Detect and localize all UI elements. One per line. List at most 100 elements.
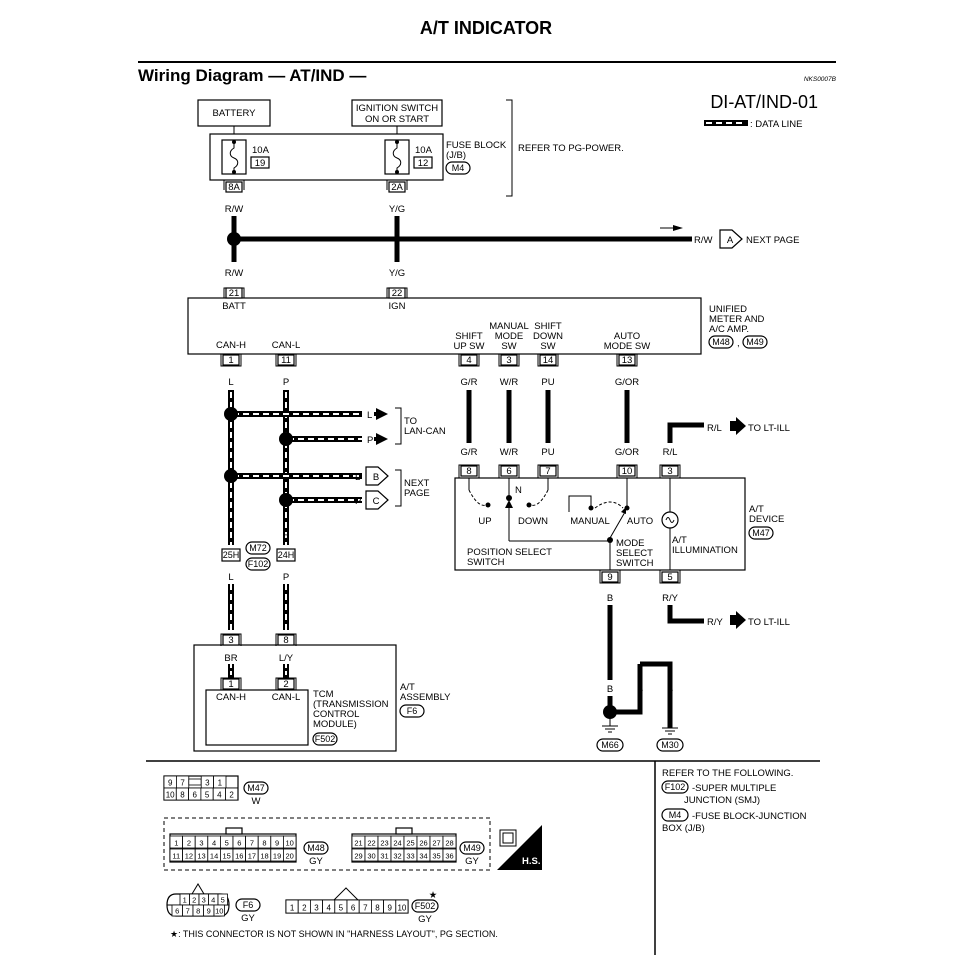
svg-text:JUNCTION (SMJ): JUNCTION (SMJ) bbox=[684, 795, 760, 806]
svg-text:R/Y: R/Y bbox=[707, 617, 724, 628]
svg-text:CAN-L: CAN-L bbox=[272, 692, 301, 703]
svg-text:A: A bbox=[727, 235, 734, 246]
refer-to-following: REFER TO THE FOLLOWING. F102 -SUPER MULT… bbox=[661, 768, 807, 834]
smj-connector: 25H 24H M72 F102 bbox=[221, 541, 296, 571]
svg-text:CONTROL: CONTROL bbox=[313, 709, 359, 720]
svg-text:M4: M4 bbox=[669, 810, 682, 820]
connector-pin-label: 10 bbox=[397, 904, 406, 913]
svg-text:L: L bbox=[228, 572, 233, 583]
svg-text:SW: SW bbox=[501, 341, 516, 352]
svg-text:CAN-H: CAN-H bbox=[216, 340, 246, 351]
svg-text:8: 8 bbox=[283, 635, 288, 646]
unified-meter-box bbox=[187, 297, 702, 355]
svg-text:GY: GY bbox=[309, 856, 323, 867]
svg-text:F102: F102 bbox=[248, 559, 269, 569]
connector-pin bbox=[282, 835, 297, 849]
svg-text:UP: UP bbox=[478, 516, 491, 527]
connector-pin bbox=[282, 848, 297, 862]
svg-text:H.S.: H.S. bbox=[522, 856, 540, 867]
svg-text:A/T: A/T bbox=[749, 504, 764, 515]
connector-pin-label: 33 bbox=[406, 852, 414, 861]
connector-tag-f6: F6 bbox=[399, 704, 425, 718]
svg-text:2: 2 bbox=[283, 679, 288, 690]
connector-pin-label: 24 bbox=[393, 839, 401, 848]
diagram-code: DI-AT/IND-01 bbox=[710, 92, 818, 112]
connector-pin-label: 29 bbox=[354, 852, 362, 861]
svg-text:DEVICE: DEVICE bbox=[749, 514, 784, 525]
svg-text:M72: M72 bbox=[249, 543, 267, 553]
svg-text:N: N bbox=[515, 485, 522, 496]
connector-pin-label: 7 bbox=[250, 839, 254, 848]
connector-pin-label: 16 bbox=[235, 852, 243, 861]
svg-text:M48: M48 bbox=[712, 337, 730, 347]
next-page-tag-b: B bbox=[365, 466, 389, 486]
connector-pin-label: 20 bbox=[286, 852, 294, 861]
ground-icon-m66: M66 bbox=[596, 718, 624, 752]
svg-text:B: B bbox=[373, 472, 379, 483]
svg-text:P: P bbox=[355, 496, 361, 507]
connector-pin-label: 7 bbox=[363, 904, 368, 913]
connector-pin-label: 32 bbox=[393, 852, 401, 861]
connector-pin-label: 14 bbox=[210, 852, 218, 861]
connector-pin-label: 34 bbox=[419, 852, 427, 861]
svg-text:SWITCH: SWITCH bbox=[616, 558, 654, 569]
connector-pin-label: 35 bbox=[432, 852, 440, 861]
svg-text:F502: F502 bbox=[315, 734, 336, 744]
svg-text:21: 21 bbox=[229, 288, 240, 299]
connector-pin-label: 25 bbox=[406, 839, 414, 848]
svg-text:5: 5 bbox=[667, 572, 672, 583]
to-lt-ill-lower: TO LT-ILL bbox=[748, 617, 790, 628]
svg-text:PAGE: PAGE bbox=[404, 488, 430, 499]
connector-pin-label: 1 bbox=[290, 904, 295, 913]
refer-pg-power: REFER TO PG-POWER. bbox=[518, 143, 624, 154]
svg-text:GY: GY bbox=[465, 856, 479, 867]
connector-pin-label: 1 bbox=[218, 779, 223, 788]
svg-text:M66: M66 bbox=[601, 740, 619, 750]
connector-pin-label: 6 bbox=[351, 904, 356, 913]
svg-text:CAN-H: CAN-H bbox=[216, 692, 246, 703]
svg-text:METER AND: METER AND bbox=[709, 314, 765, 325]
svg-text:C: C bbox=[373, 496, 380, 507]
connector-pin-label: 8 bbox=[196, 907, 200, 916]
svg-text:A/T: A/T bbox=[400, 682, 415, 693]
svg-text:22: 22 bbox=[392, 288, 403, 299]
at-assembly-pins: 3 8 bbox=[220, 633, 297, 646]
svg-text:M49: M49 bbox=[463, 843, 481, 853]
next-page-tag-c: C bbox=[365, 490, 389, 510]
connector-pin-label: 10 bbox=[166, 791, 175, 800]
svg-text:G/OR: G/OR bbox=[615, 447, 639, 458]
svg-text:NEXT: NEXT bbox=[404, 478, 430, 489]
svg-text:F502: F502 bbox=[415, 901, 436, 911]
battery-label: BATTERY bbox=[213, 108, 257, 119]
tcm-box bbox=[205, 689, 309, 746]
connector-pin-label: 4 bbox=[217, 791, 222, 800]
svg-text:P: P bbox=[367, 435, 373, 446]
at-device-top-pins: 8 6 7 10 3 bbox=[458, 464, 681, 478]
svg-text:M49: M49 bbox=[746, 337, 764, 347]
connector-pin-label: 6 bbox=[175, 907, 179, 916]
svg-text:W: W bbox=[252, 796, 261, 807]
connector-tag-m4: M4 bbox=[445, 161, 471, 175]
svg-text:ILLUMINATION: ILLUMINATION bbox=[672, 545, 738, 556]
connector-pin-label: 3 bbox=[314, 904, 319, 913]
connector-pin-label: 23 bbox=[380, 839, 388, 848]
to-lan-can-1: TO bbox=[404, 416, 417, 427]
svg-text:11: 11 bbox=[281, 355, 291, 366]
svg-text:SELECT: SELECT bbox=[616, 548, 653, 559]
connector-pin bbox=[442, 848, 457, 862]
connector-pin-label: 1 bbox=[174, 839, 178, 848]
position-select-switch: N UP DOWN POSITION SELECT SWITCH bbox=[467, 478, 610, 568]
section-subtitle: Wiring Diagram — AT/IND — bbox=[138, 66, 366, 85]
connector-pin-label: 2 bbox=[302, 904, 307, 913]
meter-pin-ign: 22 IGN bbox=[386, 287, 408, 312]
connector-pin bbox=[188, 778, 202, 786]
svg-text:G/R: G/R bbox=[461, 447, 478, 458]
fuse-block-label-2: (J/B) bbox=[446, 150, 466, 161]
illumination-lamp-icon: A/T ILLUMINATION bbox=[661, 478, 738, 570]
svg-text:A/C AMP.: A/C AMP. bbox=[709, 324, 749, 335]
connector-pin-label: 9 bbox=[207, 907, 211, 916]
svg-text:MANUAL: MANUAL bbox=[489, 321, 529, 332]
